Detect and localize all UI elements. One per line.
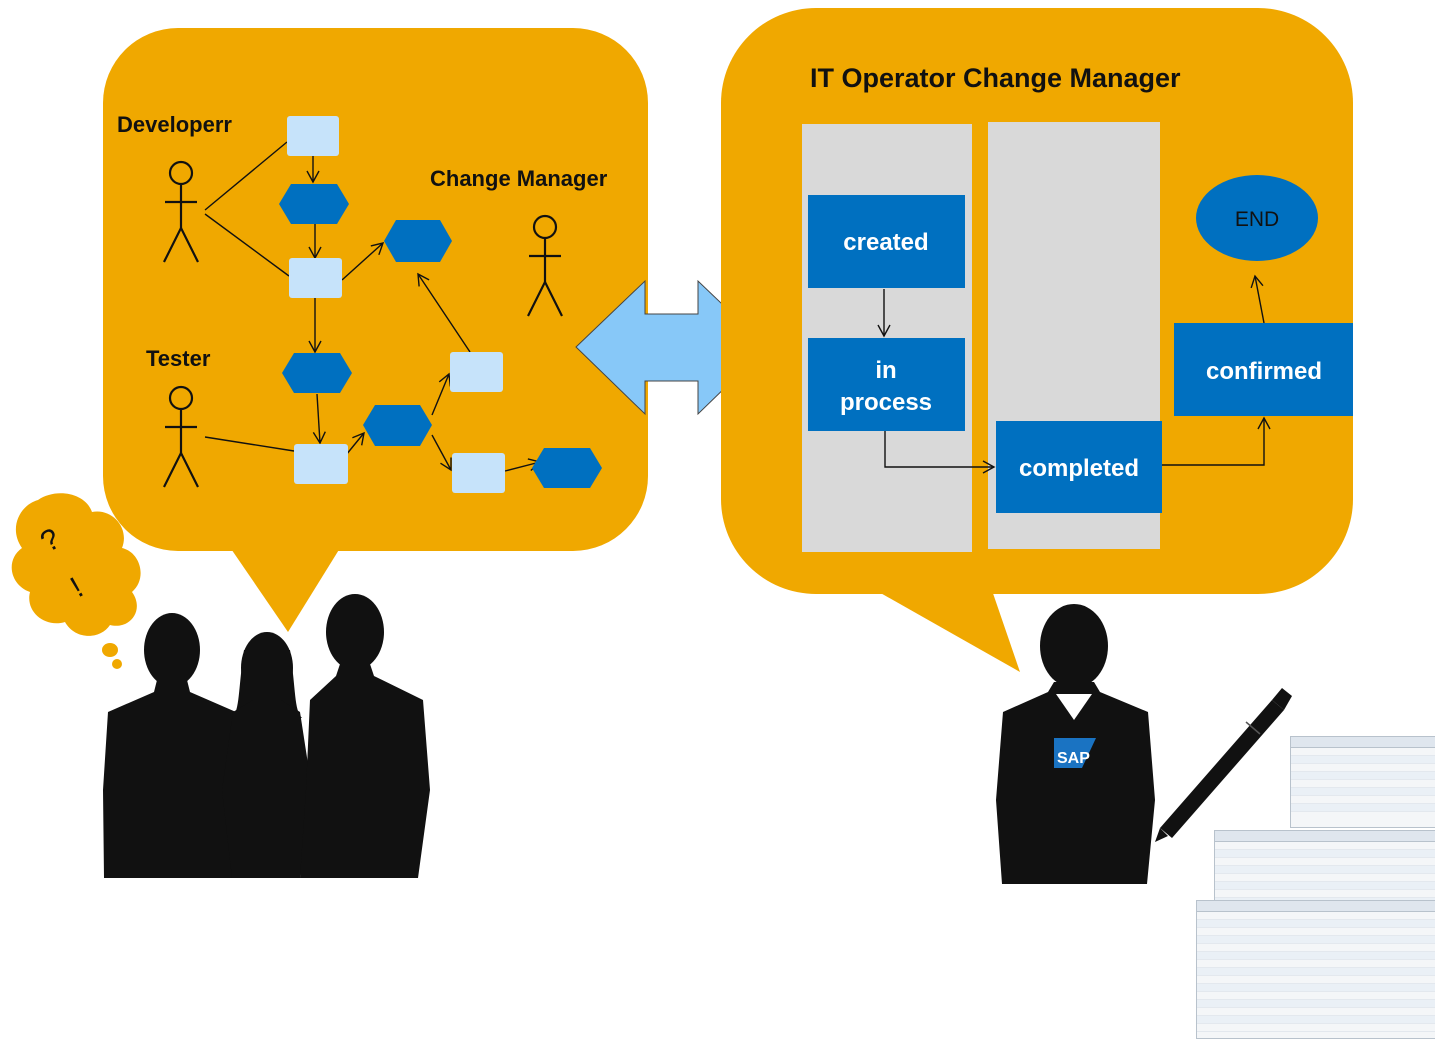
role-connectors xyxy=(204,141,295,452)
svg-text:completed: completed xyxy=(1019,455,1139,482)
state-completed: completed xyxy=(996,421,1162,513)
state-created: created xyxy=(808,195,965,288)
task-box xyxy=(294,444,348,484)
task-box xyxy=(452,453,505,493)
left-speech-bubble xyxy=(103,28,648,632)
svg-text:process: process xyxy=(840,389,932,416)
event-hexagons xyxy=(279,184,602,488)
developer-person-icon xyxy=(163,160,199,263)
screenshot-thumbnail xyxy=(1290,736,1435,828)
svg-text:SAP: SAP xyxy=(1057,750,1090,767)
task-box xyxy=(450,352,503,392)
sap-badge: SAP xyxy=(1054,738,1096,768)
task-box xyxy=(289,258,342,298)
people-silhouettes xyxy=(103,594,430,878)
event-hexagon xyxy=(532,448,602,488)
right-bubble-title: IT Operator Change Manager xyxy=(810,63,1181,93)
workflow-arrows xyxy=(306,155,542,472)
pen-icon xyxy=(1155,688,1292,842)
screenshot-thumbnail xyxy=(1214,830,1435,910)
task-boxes xyxy=(287,116,505,493)
change-manager-person-icon xyxy=(527,214,563,317)
tester-label: Tester xyxy=(146,346,211,371)
svg-text:END: END xyxy=(1235,208,1279,231)
state-arrows xyxy=(877,274,1271,474)
operator-silhouette xyxy=(996,604,1155,884)
change-manager-label: Change Manager xyxy=(430,166,608,191)
event-hexagon xyxy=(279,184,349,224)
state-confirmed: confirmed xyxy=(1174,323,1353,416)
developer-label: Developerr xyxy=(117,112,232,137)
state-in-process: in process xyxy=(808,338,965,431)
tester-person-icon xyxy=(163,385,199,488)
event-hexagon xyxy=(363,405,432,446)
event-hexagon xyxy=(282,353,352,393)
state-end: END xyxy=(1196,175,1318,261)
svg-text:created: created xyxy=(843,229,928,256)
thought-bubble xyxy=(11,493,141,669)
task-box xyxy=(287,116,339,156)
svg-text:in: in xyxy=(875,357,896,384)
event-hexagon xyxy=(384,220,452,262)
svg-text:confirmed: confirmed xyxy=(1206,358,1322,385)
screenshot-thumbnail xyxy=(1196,900,1435,1039)
